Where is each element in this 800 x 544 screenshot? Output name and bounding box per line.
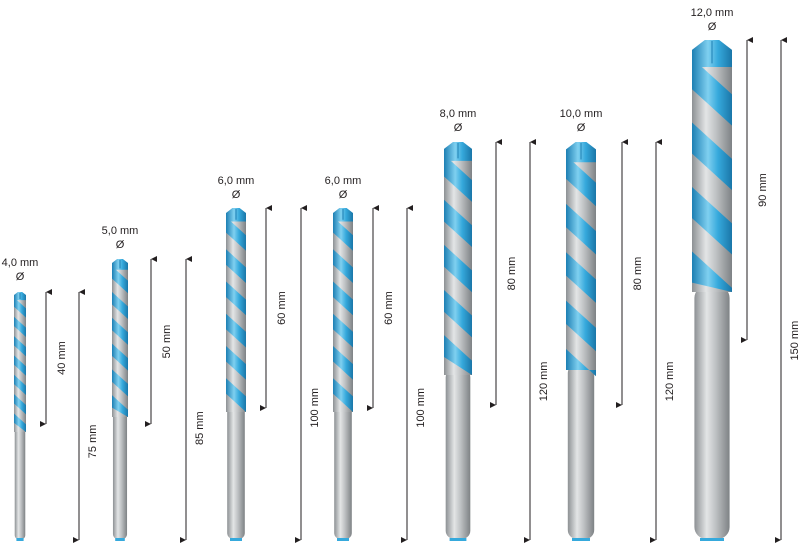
total-length-label: 120 mm <box>538 362 550 402</box>
diameter-symbol: Ø <box>16 271 25 283</box>
shank <box>14 426 26 539</box>
drill-bit-6: 10,0 mm Ø 80 mm 120 mm <box>560 108 676 543</box>
diameter-symbol: Ø <box>454 122 463 134</box>
diameter-symbol: Ø <box>708 21 717 33</box>
shank <box>334 406 352 539</box>
drill-bit-2: 5,0 mm Ø 50 mm 85 mm <box>102 225 206 543</box>
diameter-label: 8,0 mm <box>440 108 477 120</box>
shank <box>567 364 595 539</box>
working-length-label: 50 mm <box>161 325 173 359</box>
diameter-symbol: Ø <box>232 189 241 201</box>
spiral-flute <box>112 266 128 417</box>
diameter-label: 4,0 mm <box>2 257 39 269</box>
total-length-label: 75 mm <box>87 425 99 459</box>
working-length-label: 40 mm <box>56 341 68 375</box>
diameter-symbol: Ø <box>577 122 586 134</box>
shank <box>227 406 245 539</box>
drill-bit-7: 12,0 mm Ø 90 mm 150 mm <box>691 7 800 543</box>
working-length-label: 60 mm <box>383 291 395 325</box>
spiral-flute <box>566 155 596 377</box>
working-length-label: 80 mm <box>506 257 518 291</box>
working-length-label: 90 mm <box>757 173 769 207</box>
total-length-label: 100 mm <box>415 388 427 428</box>
diameter-symbol: Ø <box>339 189 348 201</box>
shank <box>112 411 128 539</box>
diameter-label: 10,0 mm <box>560 108 603 120</box>
spiral-flute <box>444 154 472 375</box>
shank <box>445 369 471 539</box>
spiral-flute <box>692 58 732 292</box>
diameter-label: 6,0 mm <box>325 175 362 187</box>
diameter-label: 12,0 mm <box>691 7 734 19</box>
diameter-symbol: Ø <box>116 239 125 251</box>
drill-bit-1: 4,0 mm Ø 40 mm 75 mm <box>2 257 99 543</box>
working-length-label: 80 mm <box>632 257 644 291</box>
working-length-label: 60 mm <box>276 291 288 325</box>
spiral-flute <box>14 297 26 432</box>
total-length-label: 85 mm <box>194 411 206 445</box>
total-length-label: 120 mm <box>664 362 676 402</box>
shank <box>694 286 730 539</box>
drill-bit-3: 6,0 mm Ø 60 mm 100 mm <box>218 175 321 543</box>
diameter-label: 5,0 mm <box>102 225 139 237</box>
diameter-label: 6,0 mm <box>218 175 255 187</box>
spiral-flute <box>226 217 246 412</box>
drill-bit-5: 8,0 mm Ø 80 mm 120 mm <box>440 108 550 543</box>
spiral-flute <box>333 217 353 412</box>
total-length-label: 150 mm <box>789 321 800 361</box>
total-length-label: 100 mm <box>309 388 321 428</box>
drill-bit-4: 6,0 mm Ø 60 mm 100 mm <box>325 175 427 543</box>
